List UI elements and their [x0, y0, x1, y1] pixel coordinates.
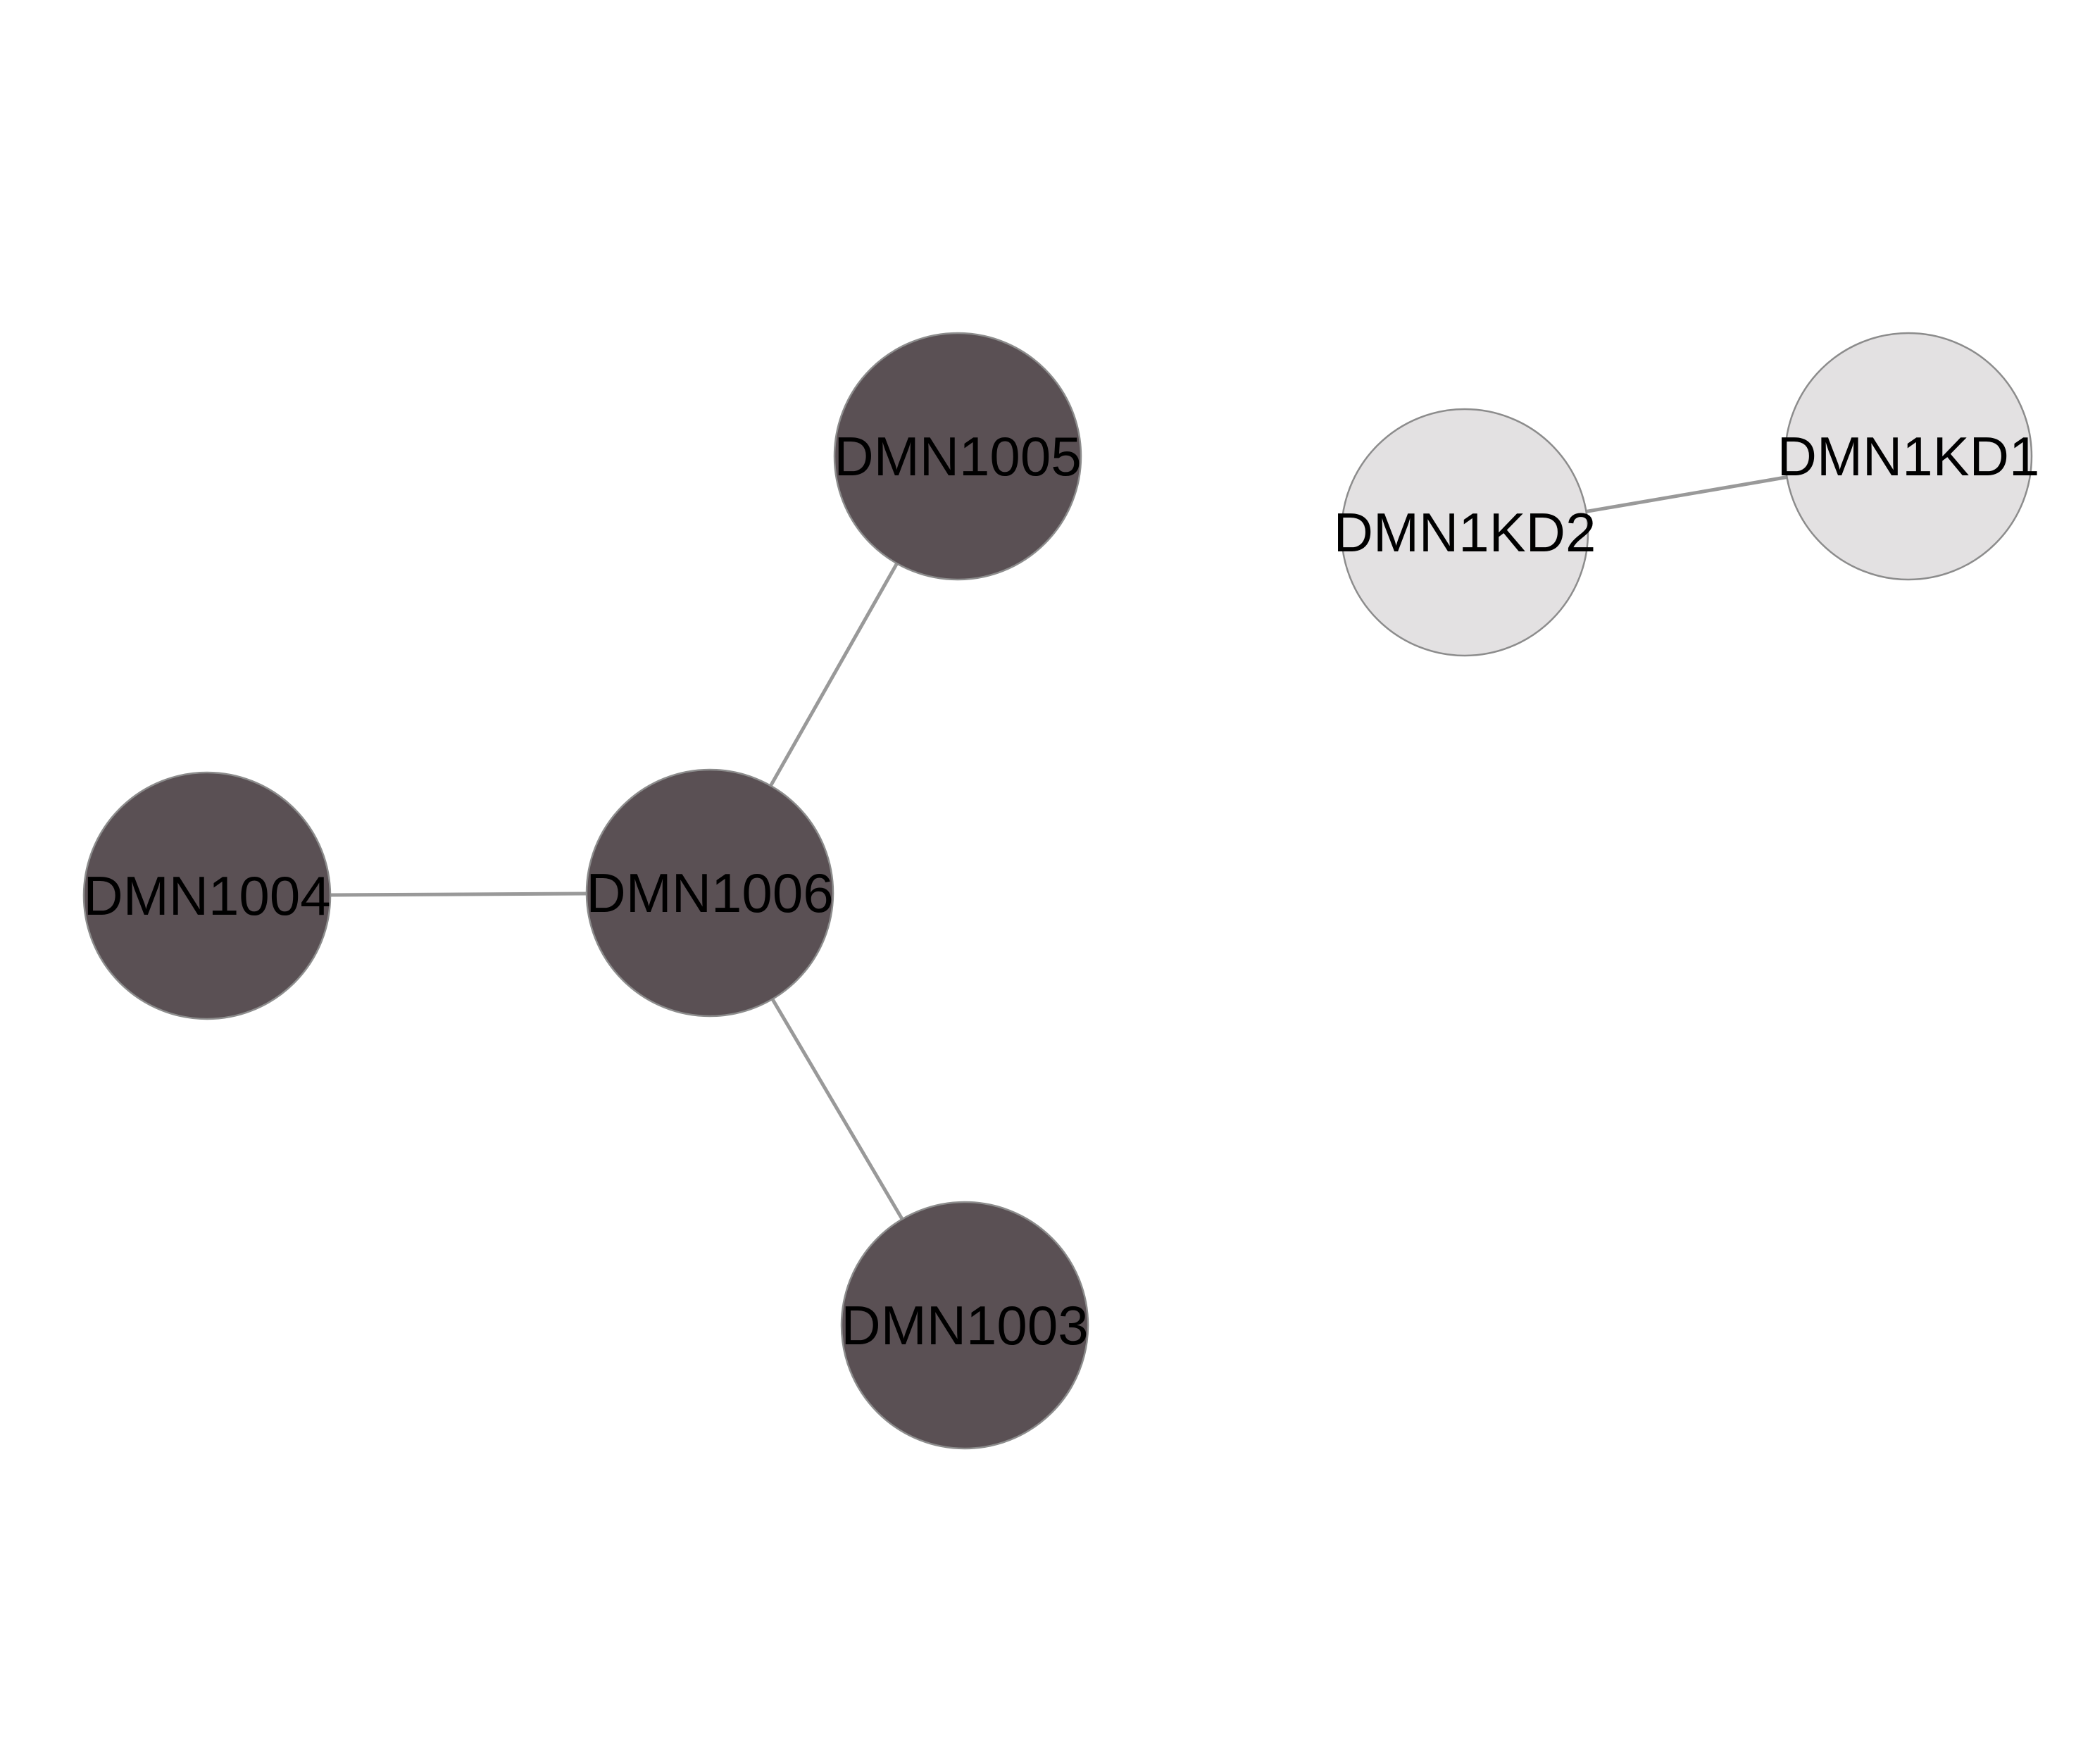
edge-layer — [205, 454, 1910, 1327]
node-label: DMN1004 — [83, 865, 330, 927]
node-circle — [833, 332, 1082, 581]
node-label: DMN1006 — [586, 862, 833, 924]
node-dmn1kd1[interactable]: DMN1KD1 — [1777, 332, 2040, 581]
node-circle — [82, 771, 332, 1020]
node-label: DMN1003 — [841, 1294, 1088, 1356]
node-dmn1005[interactable]: DMN1005 — [833, 332, 1082, 581]
node-dmn1006[interactable]: DMN1006 — [585, 768, 834, 1018]
node-dmn1004[interactable]: DMN1004 — [82, 771, 332, 1020]
node-layer: DMN1005 DMN1006 DMN1004 DMN1003 DMN1KD2 … — [82, 332, 2040, 1450]
node-circle — [1784, 332, 2033, 581]
node-dmn1kd2[interactable]: DMN1KD2 — [1334, 408, 1596, 657]
node-label: DMN1KD1 — [1777, 425, 2040, 487]
node-circle — [585, 768, 834, 1018]
node-dmn1003[interactable]: DMN1003 — [840, 1201, 1089, 1450]
node-circle — [1340, 408, 1589, 657]
node-label: DMN1KD2 — [1334, 501, 1596, 563]
node-circle — [840, 1201, 1089, 1450]
node-label: DMN1005 — [834, 425, 1081, 487]
